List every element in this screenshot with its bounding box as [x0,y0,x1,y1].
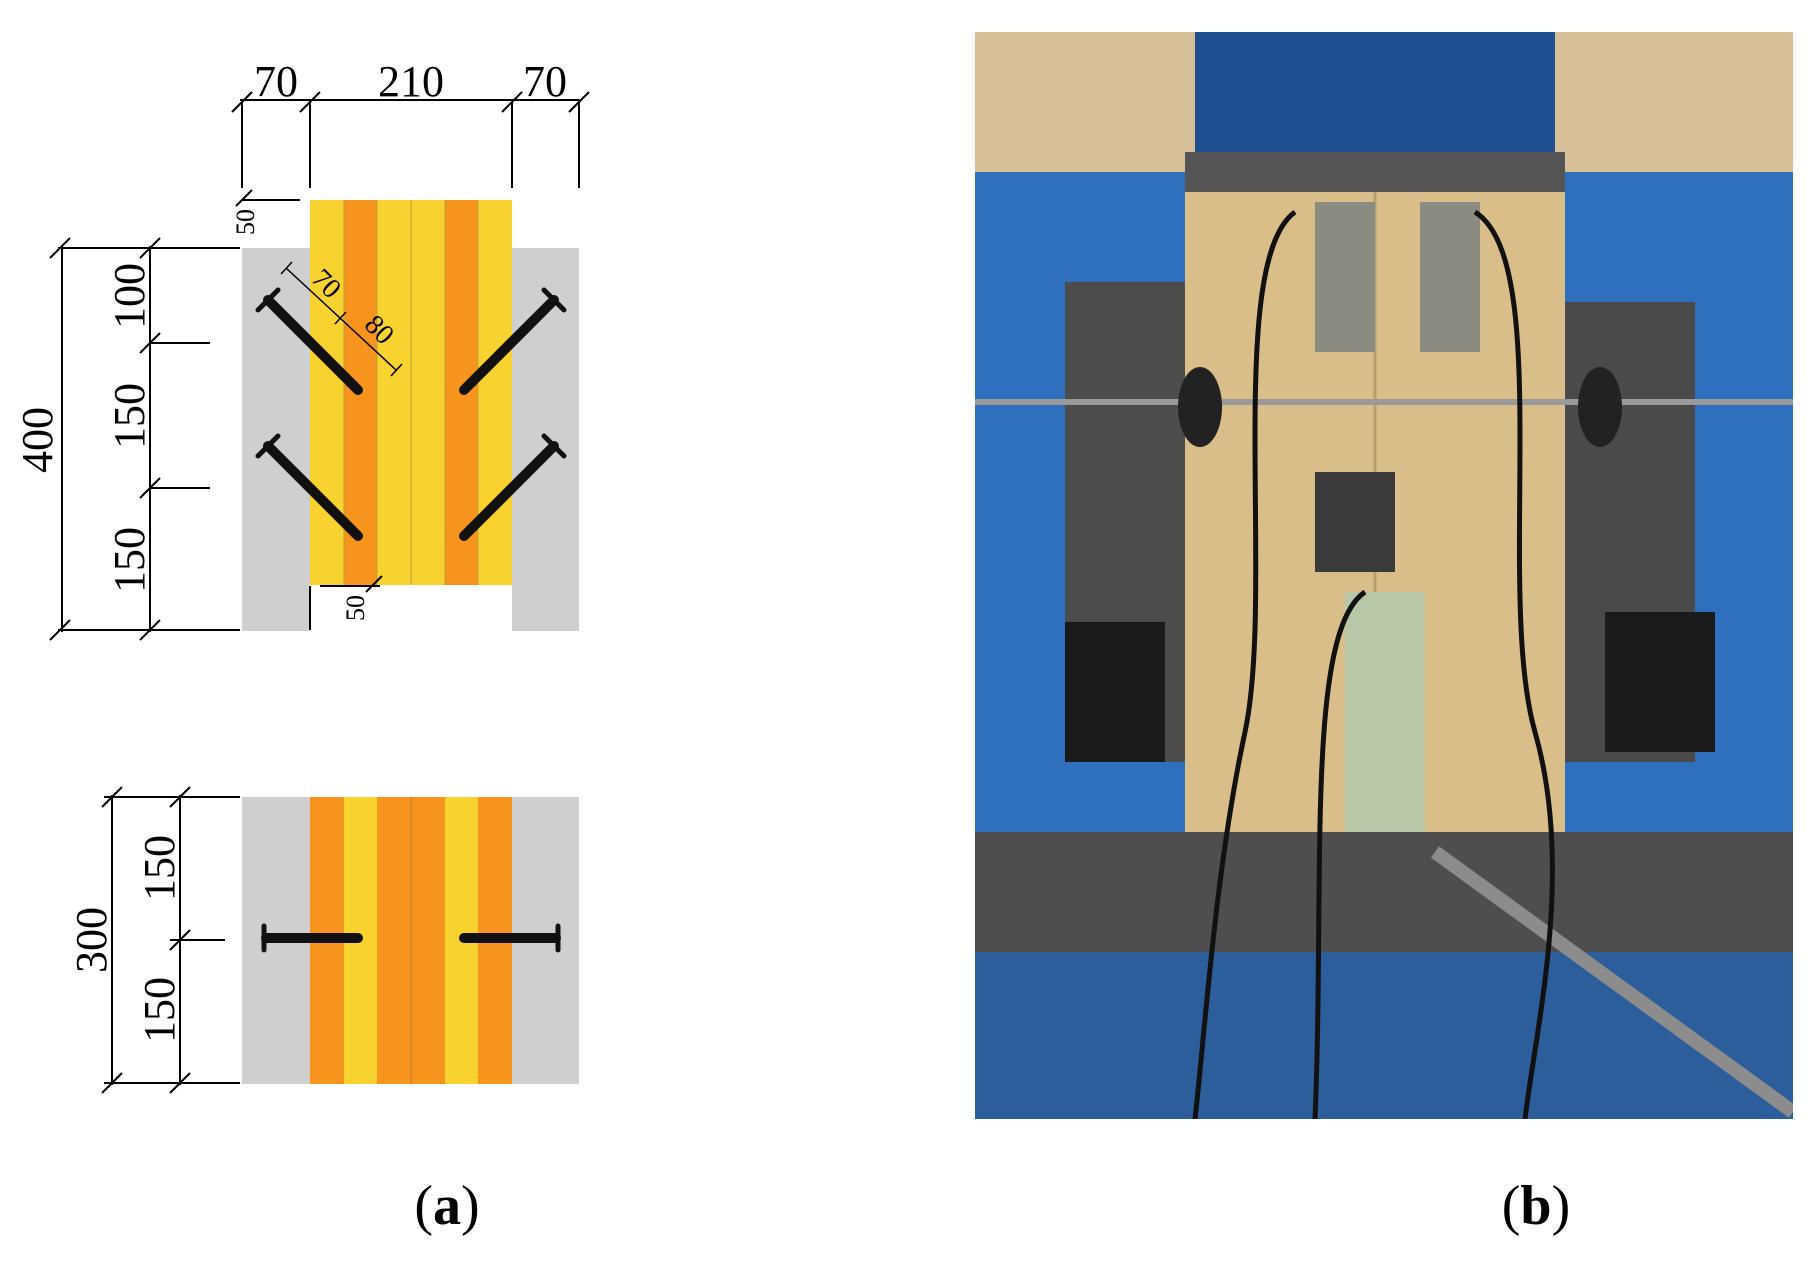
side-height-dimensions [101,786,240,1094]
screw-lower-right [459,433,567,541]
test-setup-photo [975,32,1793,1119]
horizontal-screws [261,923,561,953]
specimen-schematic: 70 210 70 400 100 150 150 [13,57,590,1094]
side-segment-1-label: 150 [135,835,184,901]
side-total-height-label: 300 [67,907,116,973]
top-height-dimensions [49,237,240,641]
screw-upper-left [255,287,363,395]
screw-upper-right [459,287,567,395]
offset-top-label: 50 [231,209,260,235]
width-right-label: 70 [523,57,567,106]
width-left-label: 70 [254,57,298,106]
photo-illustration [975,32,1793,1119]
screw-lower-left [255,433,363,541]
offset-bottom-label: 50 [341,595,370,621]
caption-b: (b) [1501,1175,1571,1237]
segment-1-label: 100 [105,263,154,329]
segment-3-label: 150 [105,527,154,593]
screw-dimension-lines [280,261,403,377]
offset-ticks [235,189,383,630]
top-width-dimensions [231,91,590,188]
total-height-label: 400 [13,407,62,473]
top-view-specimen [242,200,579,631]
side-segment-2-label: 150 [135,977,184,1043]
caption-a: (a) [414,1175,480,1237]
segment-2-label: 150 [105,383,154,449]
inclined-screws [255,287,567,541]
width-middle-label: 210 [378,57,444,106]
